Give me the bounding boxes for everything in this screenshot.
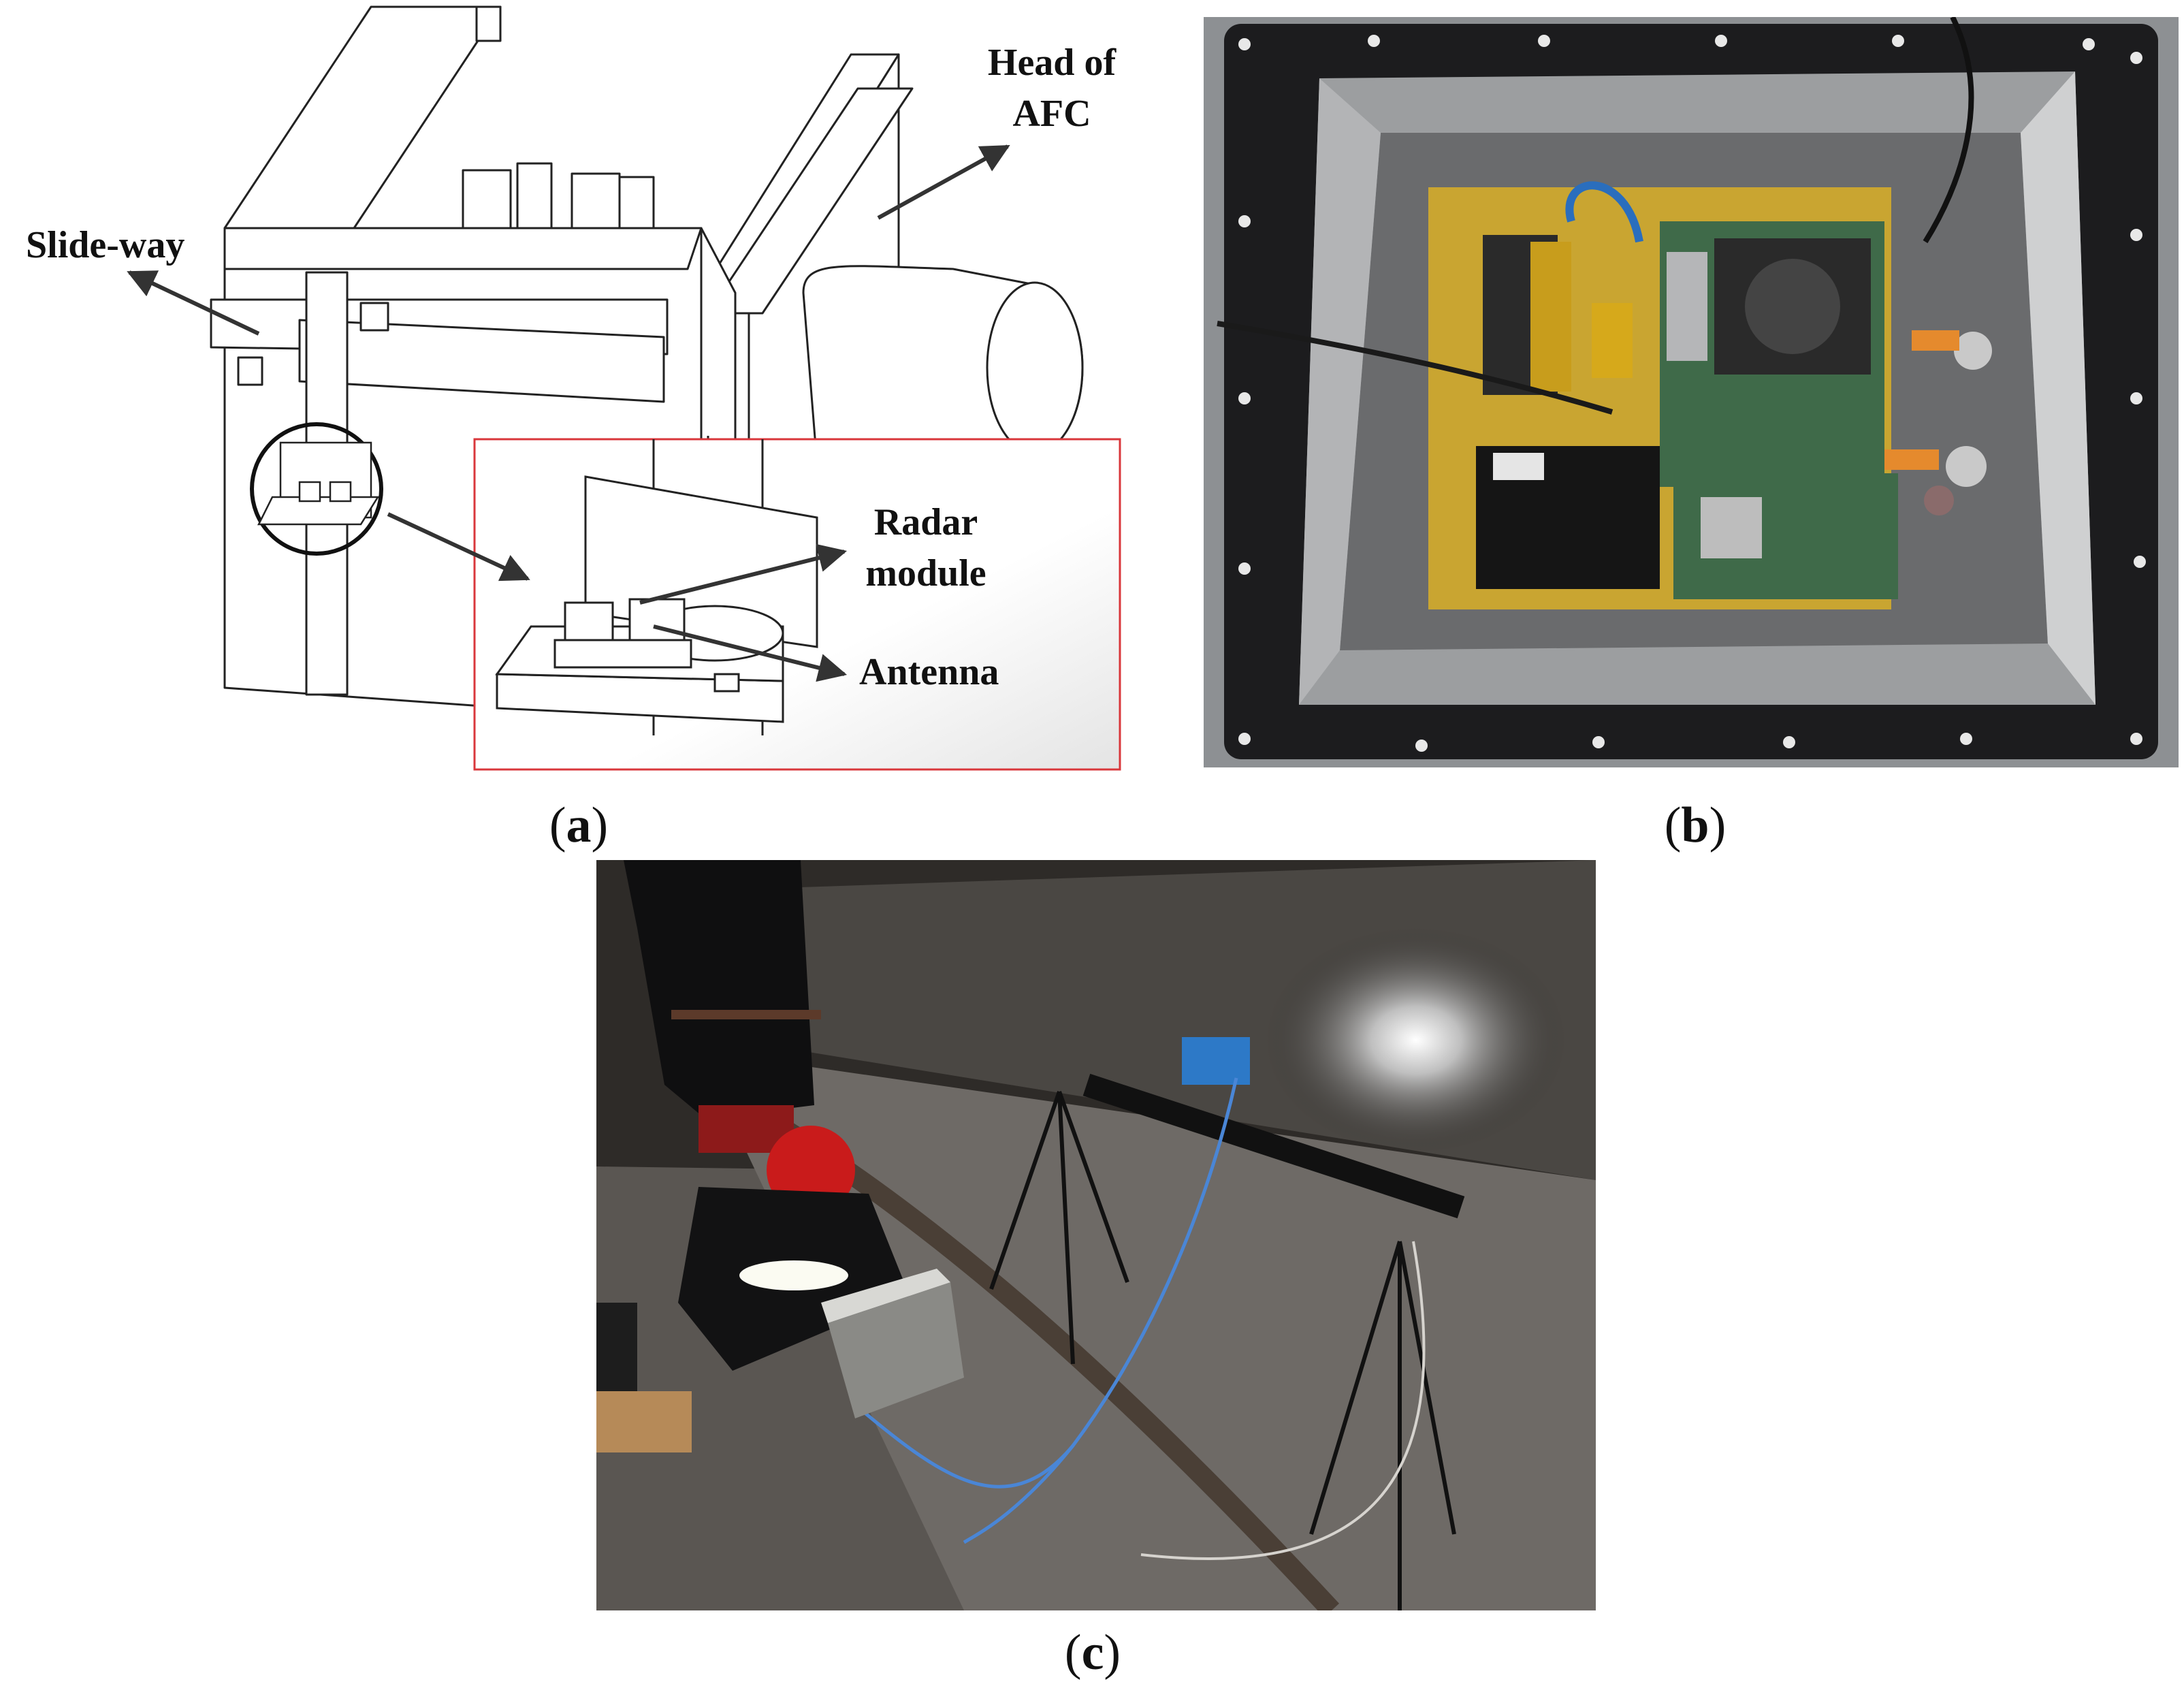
label-slide-way: Slide-way	[26, 224, 184, 266]
label-radar-line2: module	[865, 552, 986, 594]
caption-a: (a)	[549, 797, 609, 853]
annotation-arrows	[127, 144, 1010, 682]
small-radar-mount	[257, 441, 380, 526]
panel-b-photo	[1204, 17, 2179, 767]
highlight-circle	[250, 422, 383, 556]
electronics-box-photo	[1204, 17, 2179, 767]
caption-c: (c)	[1064, 1625, 1121, 1681]
label-head-line2: AFC	[1012, 93, 1091, 135]
panel-a-schematic: Head of AFC Slide-way Radar module Anten…	[0, 0, 1157, 783]
label-antenna: Antenna	[859, 651, 999, 693]
tunnel-experiment-photo	[596, 860, 1596, 1610]
schematic-drawing: Head of AFC Slide-way Radar module Anten…	[26, 5, 1121, 771]
caption-b: (b)	[1664, 797, 1727, 853]
label-head-line1: Head of	[988, 42, 1117, 84]
frame-structure	[210, 5, 1084, 723]
label-radar-line1: Radar	[874, 501, 978, 543]
panel-c-photo	[596, 860, 1596, 1610]
